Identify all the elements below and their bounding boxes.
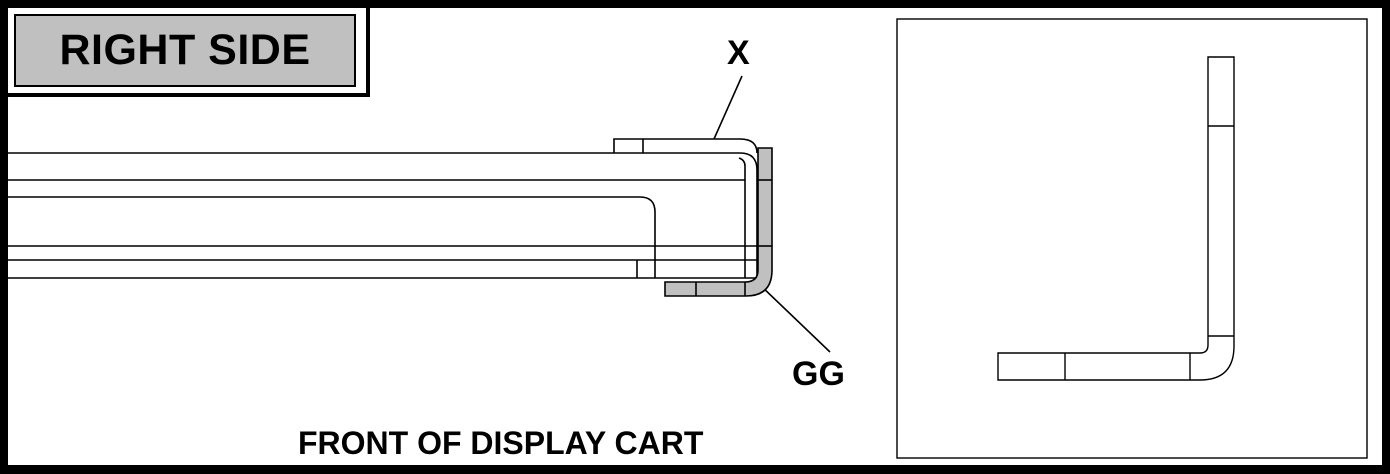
title-box: RIGHT SIDE (8, 8, 370, 97)
callout-label-x: X (727, 34, 750, 72)
cart-frame-rails (8, 152, 758, 279)
page-title: RIGHT SIDE (59, 26, 311, 74)
callout-leader-x (713, 75, 743, 140)
bracket-x (613, 138, 759, 278)
callout-label-gg: GG (792, 355, 845, 393)
bracket-gg (664, 147, 773, 297)
callout-leader-gg (759, 284, 831, 353)
title-panel: RIGHT SIDE (14, 14, 356, 87)
diagram-caption: FRONT OF DISPLAY CART (298, 425, 704, 461)
detail-inset (896, 18, 1368, 459)
